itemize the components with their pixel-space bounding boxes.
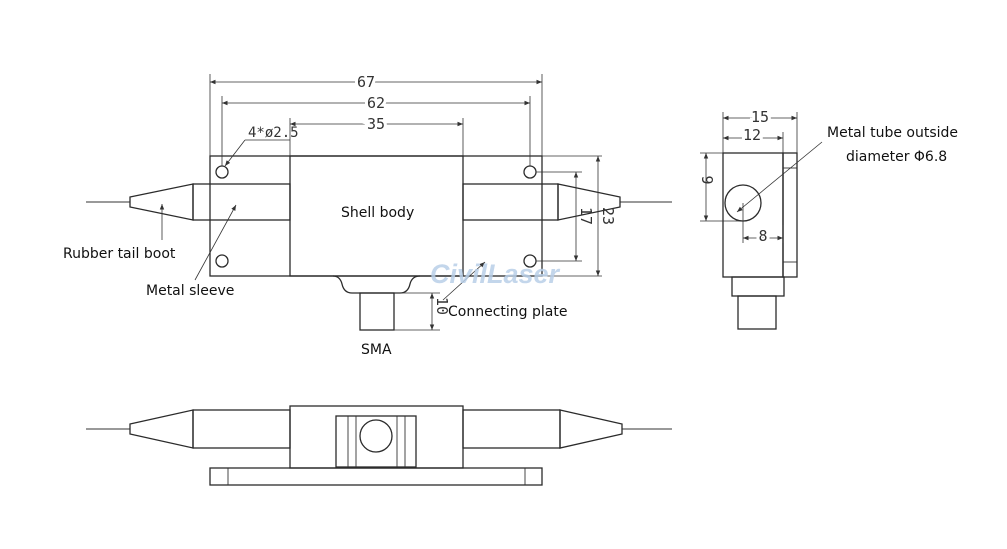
label-connecting-plate: Connecting plate [448, 304, 567, 320]
front-view [86, 405, 672, 486]
dim-12: 12 [743, 126, 761, 144]
connecting-plate [332, 275, 421, 294]
left-rubber-boot [129, 183, 194, 221]
dim-8: 8 [758, 227, 767, 245]
front-sma-circle [359, 419, 393, 453]
mount-hole [215, 254, 229, 268]
front-sma-window [335, 415, 417, 468]
dim-10: 10 [433, 297, 451, 315]
top-view: 67 62 35 4*ø2.5 17 23 10 Shell bo [63, 70, 672, 358]
side-sma-connector [737, 295, 777, 330]
watermark-logo: CivilLaser [430, 259, 561, 289]
label-metal-sleeve: Metal sleeve [146, 283, 234, 299]
label-shell-body: Shell body [341, 205, 414, 221]
label-rubber-tail-boot: Rubber tail boot [63, 246, 176, 262]
front-shell-body [289, 405, 464, 469]
front-right-boot [559, 409, 623, 449]
sma-connector [359, 292, 395, 331]
front-right-sleeve [462, 409, 561, 449]
dim-17: 17 [577, 207, 595, 225]
label-metal-tube-line2: diameter Φ6.8 [846, 149, 947, 165]
front-left-boot [129, 409, 194, 449]
right-metal-sleeve [462, 183, 559, 221]
dim-67: 67 [357, 73, 375, 91]
side-sma-flange [731, 276, 785, 297]
side-view: 15 12 9 8 Metal tube outside diameter Φ6… [698, 105, 958, 330]
front-base-plate [209, 467, 543, 486]
label-metal-tube-line1: Metal tube outside [827, 125, 958, 141]
dim-15: 15 [751, 108, 769, 126]
dim-holes: 4*ø2.5 [248, 125, 299, 141]
dim-62: 62 [367, 94, 385, 112]
dim-23: 23 [599, 207, 617, 225]
left-metal-sleeve [192, 183, 291, 221]
mount-hole [215, 165, 229, 179]
dim-9: 9 [698, 175, 716, 184]
label-sma: SMA [361, 342, 392, 358]
dim-35: 35 [367, 115, 385, 133]
side-body [722, 152, 784, 278]
mount-hole [523, 165, 537, 179]
front-left-sleeve [192, 409, 291, 449]
side-plate [782, 152, 798, 278]
shell-body [289, 155, 464, 277]
